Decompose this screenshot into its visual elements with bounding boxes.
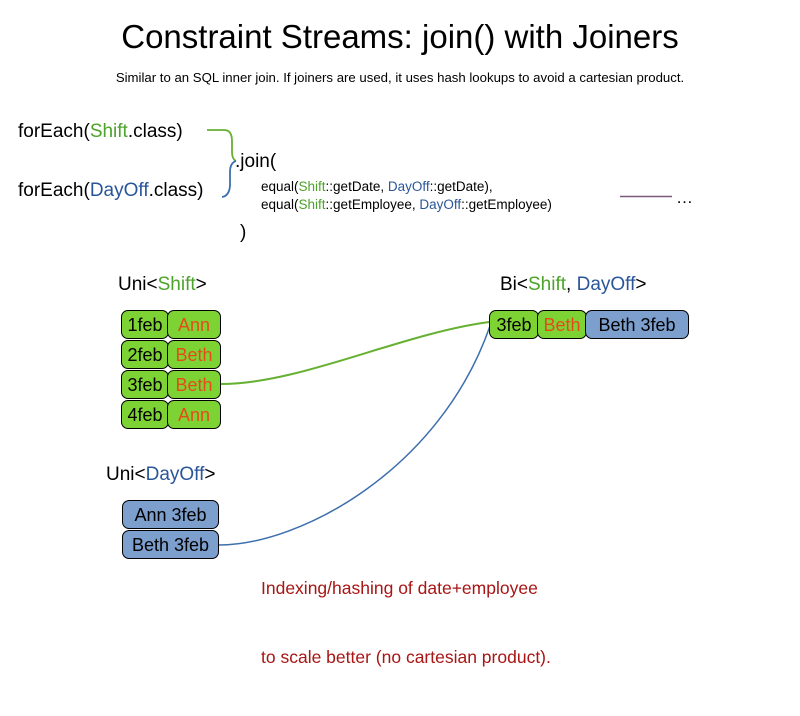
foreach-dayoff-type: DayOff (89, 180, 149, 201)
shift-row-3-date: 4feb (121, 400, 169, 429)
foreach-shift-suffix: .class) (127, 121, 183, 142)
joiner2-left-type: Shift (298, 197, 326, 212)
code-joiner-equal-employee: equal(Shift::getEmployee, DayOff::getEmp… (261, 197, 552, 212)
bi-type-a: Shift (528, 274, 567, 295)
uni-dayoff-type: DayOff (145, 464, 205, 485)
uni-shift-prefix: Uni< (118, 274, 158, 295)
connector-wires (207, 129, 672, 546)
joiner1-left-ref: ::getDate, (325, 179, 388, 194)
joiner1-right-type: DayOff (387, 179, 430, 194)
bottom-note-line-2: to scale better (no cartesian product). (261, 647, 551, 668)
ellipsis-label: … (676, 188, 693, 207)
foreach-dayoff-prefix: forEach( (18, 180, 90, 201)
bi-type-b: DayOff (576, 274, 636, 295)
joiner2-fn: equal( (261, 197, 299, 212)
page-title: Constraint Streams: join() with Joiners (121, 18, 679, 55)
joiner2-left-ref: ::getEmployee, (325, 197, 420, 212)
wire-shift-row-to-bi (220, 321, 490, 385)
wire-dayoff-row-to-bi (218, 325, 491, 546)
shift-row-2-date: 3feb (121, 370, 169, 399)
shift-row-2-employee: Beth (167, 370, 221, 399)
joiner1-right-ref: ::getDate), (429, 179, 493, 194)
caption-uni-shift: Uni<Shift> (118, 274, 207, 296)
bi-row-dayoff: Beth 3feb (585, 310, 689, 339)
shift-row-1-date: 2feb (121, 340, 169, 369)
table-row[interactable]: 2feb Beth (121, 340, 221, 369)
shift-row-3-employee: Ann (167, 400, 221, 429)
foreach-shift-prefix: forEach( (18, 121, 90, 142)
joiner2-right-ref: ::getEmployee) (461, 197, 552, 212)
code-join-open: .join( (235, 151, 277, 172)
bi-tuple-row[interactable]: 3feb Beth Beth 3feb (489, 310, 689, 339)
table-row[interactable]: 1feb Ann (121, 310, 221, 339)
uni-dayoff-prefix: Uni< (106, 464, 146, 485)
foreach-dayoff-suffix: .class) (148, 180, 204, 201)
uni-dayoff-suffix: > (204, 464, 216, 485)
joiner1-fn: equal( (261, 179, 299, 194)
table-row[interactable]: 4feb Ann (121, 400, 221, 429)
list-item[interactable]: Beth 3feb (122, 530, 219, 559)
shift-row-1-employee: Beth (167, 340, 221, 369)
bottom-note-line-1: Indexing/hashing of date+employee (261, 577, 538, 598)
page-subtitle: Similar to an SQL inner join. If joiners… (115, 70, 685, 85)
uni-shift-tuple-list: 1feb Ann 2feb Beth 3feb Beth 4feb Ann (121, 310, 221, 430)
dayoff-row-0-label: Ann 3feb (122, 500, 219, 529)
foreach-shift-type: Shift (89, 121, 128, 142)
bi-separator: , (566, 274, 577, 295)
bi-prefix: Bi< (500, 274, 528, 295)
caption-bi-shift-dayoff: Bi<Shift, DayOff> (500, 274, 646, 296)
slide-canvas: Constraint Streams: join() with Joiners … (18, 18, 693, 667)
wire-shift-to-join (207, 129, 237, 162)
bi-row-employee: Beth (537, 310, 587, 339)
bi-row-date: 3feb (489, 310, 539, 339)
shift-row-0-employee: Ann (167, 310, 221, 339)
code-foreach-shift: forEach(Shift.class) (18, 121, 183, 143)
uni-dayoff-tuple-list: Ann 3feb Beth 3feb (122, 500, 219, 560)
table-row[interactable]: 3feb Beth (121, 370, 221, 399)
caption-uni-dayoff: Uni<DayOff> (106, 464, 216, 486)
uni-shift-suffix: > (195, 274, 207, 295)
wire-dayoff-to-join (221, 160, 237, 198)
bi-suffix: > (635, 274, 647, 295)
dayoff-row-1-label: Beth 3feb (122, 530, 219, 559)
code-join-close: ) (240, 222, 247, 243)
joiner1-left-type: Shift (298, 179, 326, 194)
shift-row-0-date: 1feb (121, 310, 169, 339)
uni-shift-type: Shift (157, 274, 196, 295)
bottom-note: Indexing/hashing of date+employee to sca… (261, 530, 551, 716)
joiner2-right-type: DayOff (419, 197, 462, 212)
code-foreach-dayoff: forEach(DayOff.class) (18, 180, 204, 202)
list-item[interactable]: Ann 3feb (122, 500, 219, 529)
code-joiner-equal-date: equal(Shift::getDate, DayOff::getDate), (261, 179, 493, 194)
